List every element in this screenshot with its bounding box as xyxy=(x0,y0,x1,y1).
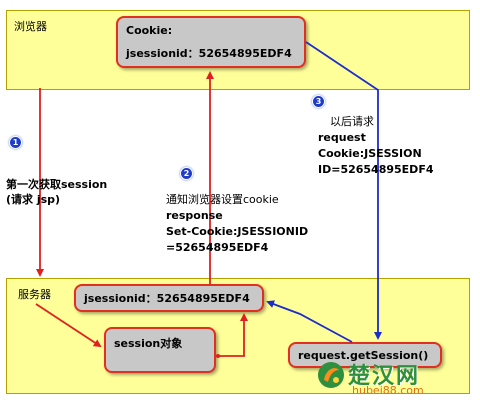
get-session-text: request.getSession() xyxy=(298,349,429,362)
watermark-title: 楚汉网 xyxy=(348,364,421,389)
step-2-line-1: 通知浏览器设置cookie xyxy=(166,193,279,206)
step-1-line-1: 第一次获取session xyxy=(6,178,108,191)
step-3-line-4: ID=52654895EDF4 xyxy=(318,163,434,176)
session-object-box: session对象 xyxy=(104,327,216,373)
server-jsessionid-box: jsessionid：52654895EDF4 xyxy=(74,284,264,312)
server-jsessionid-text: jsessionid：52654895EDF4 xyxy=(84,292,250,305)
server-label: 服务器 xyxy=(18,288,51,301)
cookie-title: Cookie: xyxy=(126,24,173,37)
cookie-box: Cookie: jsessionid：52654895EDF4 xyxy=(116,16,306,68)
arrow-session-to-jsessionid xyxy=(216,313,248,357)
step-2-badge: 2 xyxy=(181,168,192,179)
session-object-text: session对象 xyxy=(114,337,183,350)
step-3-line-2: request xyxy=(318,131,366,144)
connector-dot xyxy=(216,354,220,358)
get-session-box: request.getSession() xyxy=(288,342,442,368)
watermark-logo-icon xyxy=(318,362,344,388)
step-3-badge: 3 xyxy=(313,96,324,107)
step-3-line-3: Cookie:JSESSION xyxy=(318,147,422,160)
step-2-line-4: =52654895EDF4 xyxy=(166,241,269,254)
arrow-lookup-session xyxy=(266,300,353,343)
step-2-line-3: Set-Cookie:JSESSIONID xyxy=(166,225,309,238)
step-2-line-2: response xyxy=(166,209,223,222)
arrow-create-session xyxy=(35,303,102,348)
step-3-line-1: 以后请求 xyxy=(330,115,374,128)
cookie-value: jsessionid：52654895EDF4 xyxy=(126,47,292,60)
step-1-line-2: (请求 jsp) xyxy=(6,193,61,206)
watermark-url: hubei88.com xyxy=(352,384,424,397)
arrow-later-request xyxy=(305,41,382,340)
step-1-badge: 1 xyxy=(10,137,21,148)
browser-label: 浏览器 xyxy=(14,20,47,33)
